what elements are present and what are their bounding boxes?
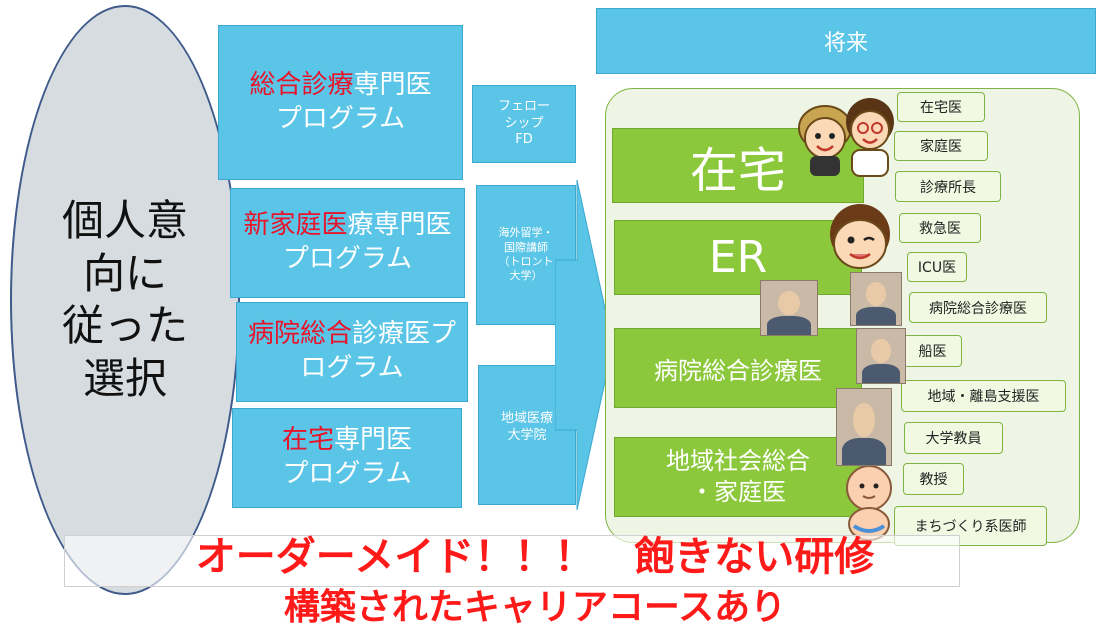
role-box: 大学教員 [904, 422, 1003, 454]
oval-line: 選択 [82, 353, 167, 403]
career-field-label: 病院総合診療医 [654, 356, 822, 385]
role-box: ICU医 [907, 252, 967, 282]
banner-headline: オーダーメイド！！！ 飽きない研修 [195, 534, 875, 580]
program-text: 診療医プ [352, 319, 457, 350]
baby-illustration-icon [846, 465, 892, 541]
overseas-line: 国際講師 [504, 240, 548, 254]
role-box: 在宅医 [897, 92, 985, 122]
program-box-general-medicine: 総合診療専門医 プログラム [218, 25, 463, 180]
role-box: 教授 [903, 463, 964, 495]
role-box: 家庭医 [894, 131, 988, 161]
program-text: プログラム [275, 103, 406, 134]
role-box: 地域・離島支援医 [901, 380, 1066, 412]
program-text: プログラム [282, 459, 412, 489]
career-field-label: 在宅 [689, 142, 786, 199]
doctor-photo [836, 388, 892, 466]
role-label: 大学教員 [925, 431, 982, 447]
winking-mascot-icon [830, 204, 890, 269]
overseas-line: 海外留学・ [498, 226, 554, 240]
role-label: 診療所長 [920, 179, 976, 196]
role-label: 教授 [919, 472, 948, 488]
role-label: 救急医 [919, 221, 961, 237]
oval-line: 従った [61, 301, 188, 350]
program-text: 専門医 [334, 425, 413, 456]
graduate-line: 地域医療 [500, 411, 553, 426]
career-field-hospitalist: 病院総合診療医 [614, 328, 862, 408]
role-label: ICU医 [917, 260, 957, 276]
role-label: 在宅医 [920, 100, 962, 116]
role-box: 船医 [903, 335, 962, 367]
future-label: 将来 [823, 31, 868, 56]
role-box: 診療所長 [895, 171, 1001, 202]
individual-choice-oval: 個人意 向に 従った 選択 [10, 5, 240, 595]
role-box: 病院総合診療医 [909, 292, 1047, 323]
program-highlight: 総合診療 [249, 69, 354, 100]
program-highlight: 在宅 [281, 425, 334, 456]
oval-line: 向に [82, 248, 167, 298]
program-box-home-care: 在宅専門医 プログラム [232, 408, 462, 508]
career-field-community-family: 地域社会総合 ・家庭医 [614, 437, 862, 517]
doctor-photo [760, 280, 818, 336]
future-header: 将来 [596, 8, 1096, 74]
right-arrow-icon [555, 180, 614, 510]
overseas-line: 大学） [509, 269, 543, 283]
fellowship-line: シップ [504, 115, 544, 131]
career-field-label: 地域社会総合 [666, 446, 810, 475]
program-box-family-medicine: 新家庭医療専門医 プログラム [230, 188, 465, 298]
role-label: 病院総合診療医 [929, 300, 1027, 317]
role-box: 救急医 [899, 213, 981, 243]
overseas-study-box: 海外留学・ 国際講師 （トロント 大学） [476, 185, 576, 325]
program-text: 専門医 [353, 69, 432, 100]
role-label: 船医 [918, 344, 947, 360]
career-field-label: ・家庭医 [690, 478, 786, 506]
program-box-hospitalist: 病院総合診療医プ ログラム [236, 302, 468, 402]
fellowship-box: フェロー シップ FD [472, 85, 576, 163]
graduate-line: 大学院 [507, 427, 547, 443]
doctor-photo [856, 328, 906, 384]
doctor-photo [850, 272, 902, 326]
oval-line: 個人意 [61, 196, 188, 245]
career-field-er: ER [614, 220, 862, 295]
career-field-label: ER [708, 232, 768, 283]
fellowship-line: FD [515, 132, 533, 148]
program-text: プログラム [282, 244, 413, 274]
program-highlight: 新家庭医 [243, 210, 348, 241]
role-label: 地域・離島支援医 [927, 389, 1040, 405]
mascot-illustration-icon [798, 98, 894, 177]
fellowship-line: フェロー [497, 98, 550, 114]
role-label: 家庭医 [920, 139, 962, 155]
role-label: まちづくり系医師 [914, 519, 1027, 535]
overseas-line: （トロント [498, 255, 554, 268]
banner-subline: 構築されたキャリアコースあり [283, 587, 787, 628]
bottom-banner-frame [64, 535, 960, 587]
program-text: 療専門医 [347, 210, 452, 241]
program-highlight: 病院総合 [247, 319, 352, 350]
program-text: ログラム [300, 353, 404, 383]
